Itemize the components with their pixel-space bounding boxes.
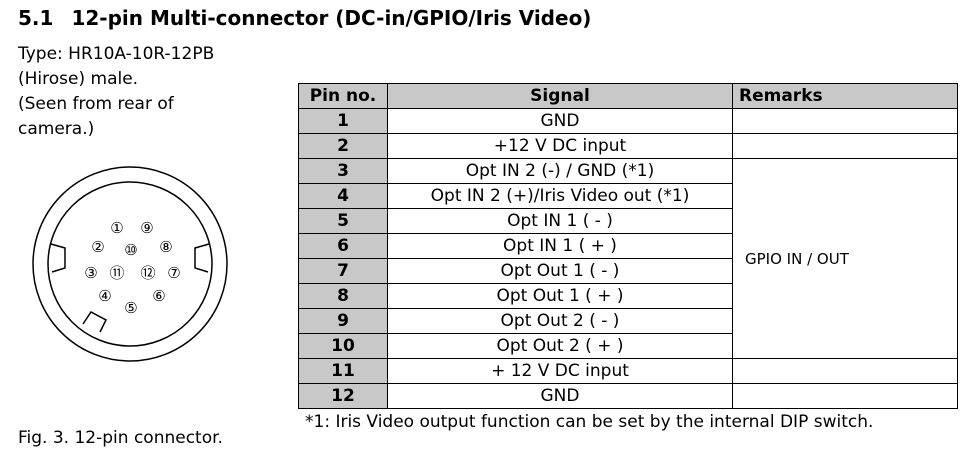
table-row: 1 GND xyxy=(298,108,958,134)
pin-number: 11 xyxy=(298,358,388,384)
signal-name: Opt Out 2 ( + ) xyxy=(387,333,733,359)
remark-cell xyxy=(732,108,958,134)
pin-number: 5 xyxy=(298,208,388,234)
pin-label-7: ⑦ xyxy=(167,264,180,282)
pin-label-12: ⑫ xyxy=(140,264,155,282)
pin-number: 12 xyxy=(298,383,388,409)
connector-key-bottom xyxy=(82,311,107,333)
signal-name: + 12 V DC input xyxy=(387,358,733,384)
signal-name: Opt IN 1 ( - ) xyxy=(387,208,733,234)
pin-label-1: ① xyxy=(110,219,123,237)
pin-number: 10 xyxy=(298,333,388,359)
pin-label-3: ③ xyxy=(84,264,97,282)
pin-label-5: ⑤ xyxy=(124,299,137,317)
pin-number: 6 xyxy=(298,233,388,259)
table-row: 6 Opt IN 1 ( + ) xyxy=(298,233,958,259)
signal-name: Opt Out 1 ( - ) xyxy=(387,258,733,284)
section-number: 5.1 xyxy=(18,6,54,30)
remark-cell xyxy=(732,383,958,409)
connector-type-info: Type: HR10A-10R-12PB (Hirose) male. (See… xyxy=(18,42,248,142)
type-line: camera.) xyxy=(18,119,95,139)
signal-name: +12 V DC input xyxy=(387,133,733,159)
signal-name: Opt IN 1 ( + ) xyxy=(387,233,733,259)
connector-diagram: ① ② ③ ④ ⑤ ⑥ ⑦ ⑧ ⑨ ⑩ ⑪ ⑫ xyxy=(32,166,228,362)
signal-name: Opt IN 2 (-) / GND (*1) xyxy=(387,158,733,184)
pin-label-2: ② xyxy=(91,238,104,256)
footnote: *1: Iris Video output function can be se… xyxy=(305,412,874,432)
table-row: 12 GND xyxy=(298,383,958,409)
pin-number: 8 xyxy=(298,283,388,309)
connector-outer-ring xyxy=(32,166,228,362)
header-pin-no: Pin no. xyxy=(298,83,388,109)
signal-name: Opt Out 2 ( - ) xyxy=(387,308,733,334)
table-header-row: Pin no. Signal Remarks xyxy=(298,83,958,109)
signal-name: GND xyxy=(387,108,733,134)
type-line: (Seen from rear of xyxy=(18,94,174,114)
pin-label-11: ⑪ xyxy=(109,264,124,282)
pin-label-9: ⑨ xyxy=(140,219,153,237)
connector-inner-ring xyxy=(47,181,213,347)
signal-name: GND xyxy=(387,383,733,409)
table-row: 8 Opt Out 1 ( + ) xyxy=(298,283,958,309)
pin-label-10: ⑩ xyxy=(124,241,137,259)
table-row: 11 + 12 V DC input xyxy=(298,358,958,384)
pin-number: 7 xyxy=(298,258,388,284)
figure-caption: Fig. 3. 12-pin connector. xyxy=(18,428,223,448)
remark-cell xyxy=(732,358,958,384)
pin-label-6: ⑥ xyxy=(152,287,165,305)
table-row: 3 Opt IN 2 (-) / GND (*1) GPIO IN / OUT xyxy=(298,158,958,359)
connector-key-left xyxy=(50,243,66,273)
header-signal: Signal xyxy=(387,83,733,109)
section-title: 12-pin Multi-connector (DC-in/GPIO/Iris … xyxy=(71,6,592,30)
pin-table: Pin no. Signal Remarks 1 GND 2 +12 V DC … xyxy=(298,83,958,409)
header-remarks: Remarks xyxy=(732,83,958,109)
pin-number: 3 xyxy=(298,158,388,184)
pin-label-8: ⑧ xyxy=(159,238,172,256)
gpio-remark: GPIO IN / OUT xyxy=(732,158,958,359)
pin-number: 1 xyxy=(298,108,388,134)
pin-number: 4 xyxy=(298,183,388,209)
section-heading: 5.1 12-pin Multi-connector (DC-in/GPIO/Ir… xyxy=(18,6,591,30)
signal-name: Opt Out 1 ( + ) xyxy=(387,283,733,309)
type-line: (Hirose) male. xyxy=(18,69,139,89)
pin-number: 9 xyxy=(298,308,388,334)
pin-number: 2 xyxy=(298,133,388,159)
pin-label-4: ④ xyxy=(98,287,111,305)
signal-name: Opt IN 2 (+)/Iris Video out (*1) xyxy=(387,183,733,209)
connector-key-right xyxy=(194,243,210,273)
table-row: 4 Opt IN 2 (+)/Iris Video out (*1) xyxy=(298,183,958,209)
type-line: Type: HR10A-10R-12PB xyxy=(18,44,215,64)
table-row: 2 +12 V DC input xyxy=(298,133,958,159)
remark-cell xyxy=(732,133,958,159)
